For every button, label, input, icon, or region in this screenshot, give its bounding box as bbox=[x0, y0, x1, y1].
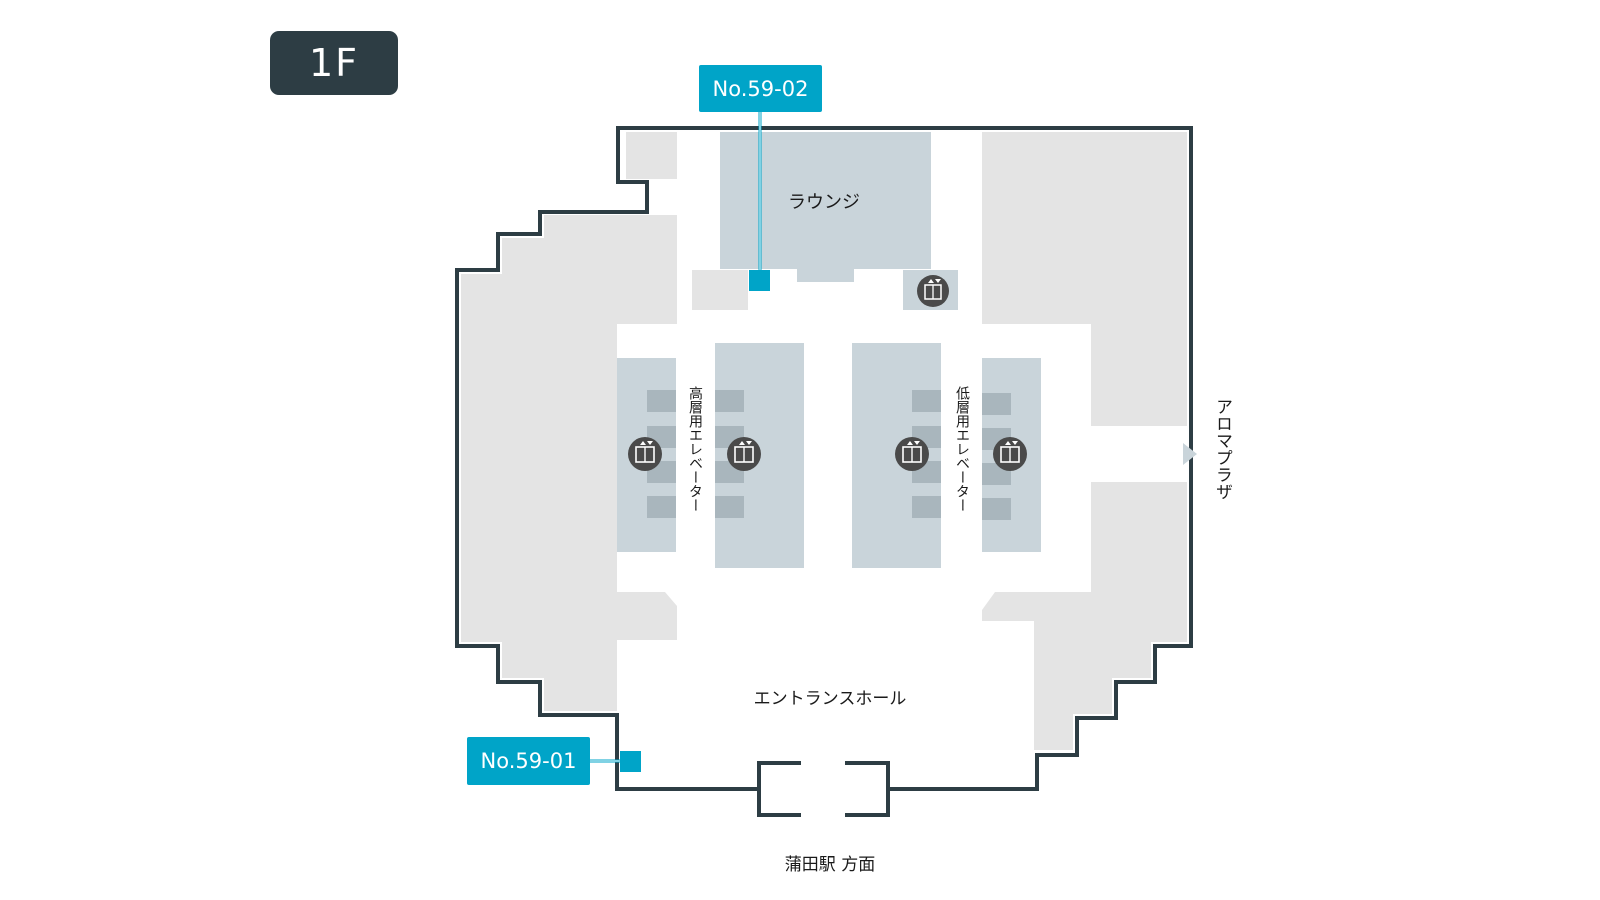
elevator-icon bbox=[727, 437, 761, 471]
elevator-icon bbox=[895, 437, 929, 471]
elevator-icon bbox=[993, 437, 1027, 471]
entrance-door-right bbox=[845, 761, 890, 789]
direction-label: 蒲田駅 方面 bbox=[785, 855, 875, 875]
aroma-plaza-label: アロマプラザ bbox=[1212, 398, 1232, 500]
entrance-hall-label: エントランスホール bbox=[754, 689, 907, 709]
lounge-area bbox=[720, 132, 931, 282]
elevator-icon bbox=[628, 437, 662, 471]
marker-label-no-59-02[interactable]: No.59-02 bbox=[699, 65, 822, 112]
arrow-right-icon bbox=[1183, 443, 1197, 465]
tenant-zones bbox=[461, 132, 1187, 750]
tenant-nw-small bbox=[626, 132, 677, 179]
marker-point-59-02[interactable] bbox=[749, 270, 770, 291]
floor-label: 1F bbox=[270, 31, 398, 95]
high-elevator-label: 高層用エレベーター bbox=[687, 385, 703, 512]
entrance-door-left bbox=[757, 761, 801, 789]
low-elevator-label: 低層用エレベーター bbox=[954, 386, 970, 512]
marker-point-59-01[interactable] bbox=[620, 751, 641, 772]
elevator-cabs bbox=[647, 390, 1011, 520]
elevator-icon bbox=[917, 275, 949, 307]
lounge-label: ラウンジ bbox=[788, 192, 860, 213]
marker-label-no-59-01[interactable]: No.59-01 bbox=[467, 737, 590, 785]
tenant-east bbox=[982, 132, 1187, 750]
outer-wall bbox=[455, 126, 1193, 817]
storage-left bbox=[692, 270, 748, 310]
tenant-west bbox=[461, 215, 677, 711]
